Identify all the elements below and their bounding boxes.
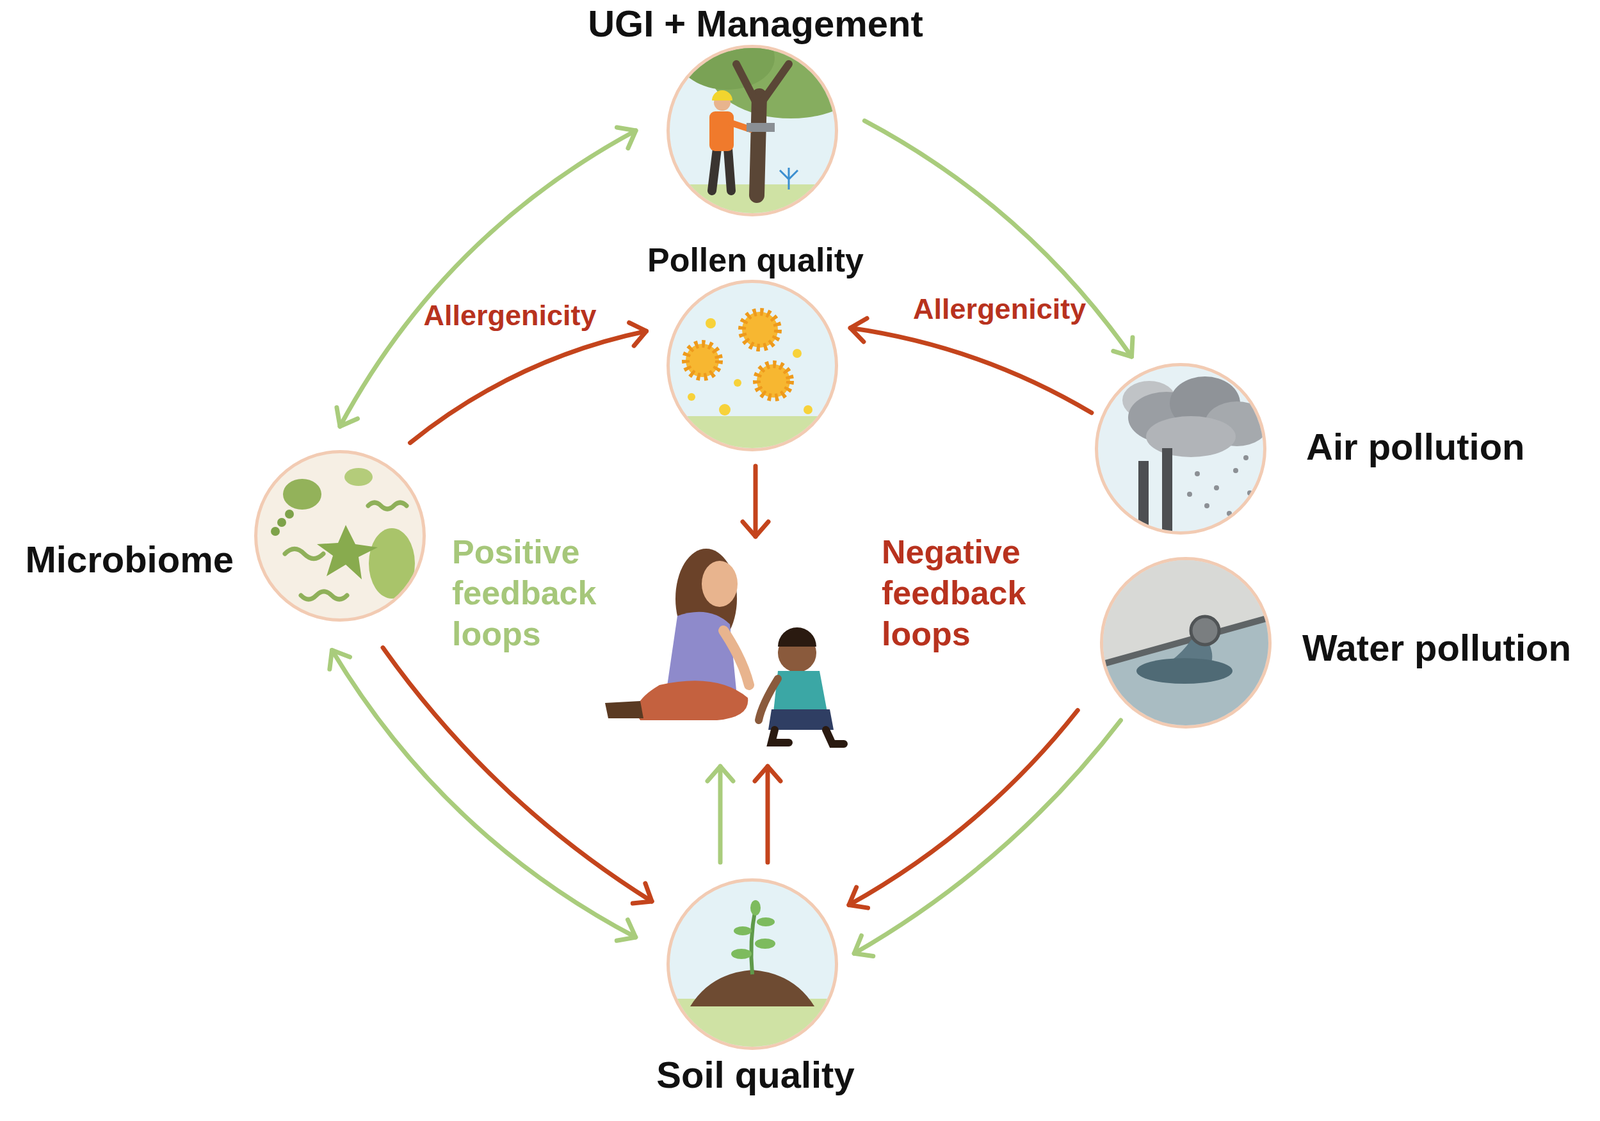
impact-arrow xyxy=(718,766,723,863)
impact-arrow xyxy=(753,466,759,537)
arrow-head xyxy=(1113,337,1133,357)
woman-arm xyxy=(723,630,750,686)
arrow-head xyxy=(854,935,874,956)
impact-arrows xyxy=(707,466,781,863)
child-feet xyxy=(771,729,844,744)
arrow-head xyxy=(754,766,781,782)
connector-line xyxy=(382,647,652,902)
node-circle: Air pollution xyxy=(1094,363,1267,535)
feedback-connector xyxy=(864,121,1133,357)
people-art xyxy=(605,548,844,744)
woman-face xyxy=(701,560,738,607)
node-label: Air pollution xyxy=(1306,425,1526,469)
arrow-head xyxy=(616,127,636,149)
woman-skirt xyxy=(636,680,748,721)
feedback-connector xyxy=(854,720,1121,956)
child-arm xyxy=(758,678,778,721)
impact-arrow xyxy=(765,766,771,863)
feedback-connector xyxy=(410,322,647,444)
feedback-connector xyxy=(382,647,652,905)
edge-label: Allergenicity xyxy=(423,298,597,333)
edge-label: Allergenicity xyxy=(913,292,1086,326)
node-label: Microbiome xyxy=(25,538,235,582)
connector-line xyxy=(864,121,1132,357)
connector-line xyxy=(850,327,1092,413)
connector-line xyxy=(410,331,647,443)
arrow-head xyxy=(707,766,734,782)
node-label: UGI + Management xyxy=(587,2,924,46)
microbe xyxy=(376,610,392,626)
feedback-connector xyxy=(850,318,1092,413)
node-circle: Soil quality xyxy=(666,878,839,1051)
arrow-head xyxy=(616,920,636,942)
node-circle: Pollen quality xyxy=(666,279,839,452)
node-circle: UGI + Management xyxy=(666,44,839,217)
child-hair xyxy=(777,627,817,647)
feedback-connector xyxy=(336,127,636,427)
arrow-head xyxy=(629,322,647,346)
tree-worker-art xyxy=(665,16,874,230)
node-label: Pollen quality xyxy=(647,241,864,280)
connector-line xyxy=(854,720,1121,954)
connector-line xyxy=(848,710,1078,905)
arrow-head xyxy=(850,318,867,342)
node-circle: Microbiome xyxy=(254,450,426,622)
woman-hair xyxy=(675,548,737,649)
arrow-head xyxy=(848,887,869,908)
arrow-head xyxy=(336,407,358,427)
arrow-head xyxy=(329,650,351,670)
woman-shirt xyxy=(665,612,737,695)
feedback-connector xyxy=(329,650,636,942)
node-label: Water pollution xyxy=(1302,626,1572,670)
woman-boot xyxy=(605,701,644,719)
node-circle: Water pollution xyxy=(1099,557,1272,729)
loop-label: Negative feedback loops xyxy=(881,531,1042,655)
child-shirt xyxy=(773,670,828,712)
node-label: Soil quality xyxy=(656,1053,855,1097)
loop-label: Positive feedback loops xyxy=(452,531,613,655)
connector-line xyxy=(332,650,636,938)
child-shorts xyxy=(768,709,834,730)
connector-line xyxy=(339,130,636,427)
arrow-head xyxy=(632,883,652,904)
feedback-connector xyxy=(848,710,1078,908)
arrow-head xyxy=(742,521,769,537)
child-head xyxy=(777,633,817,673)
drain-art xyxy=(1094,550,1281,737)
